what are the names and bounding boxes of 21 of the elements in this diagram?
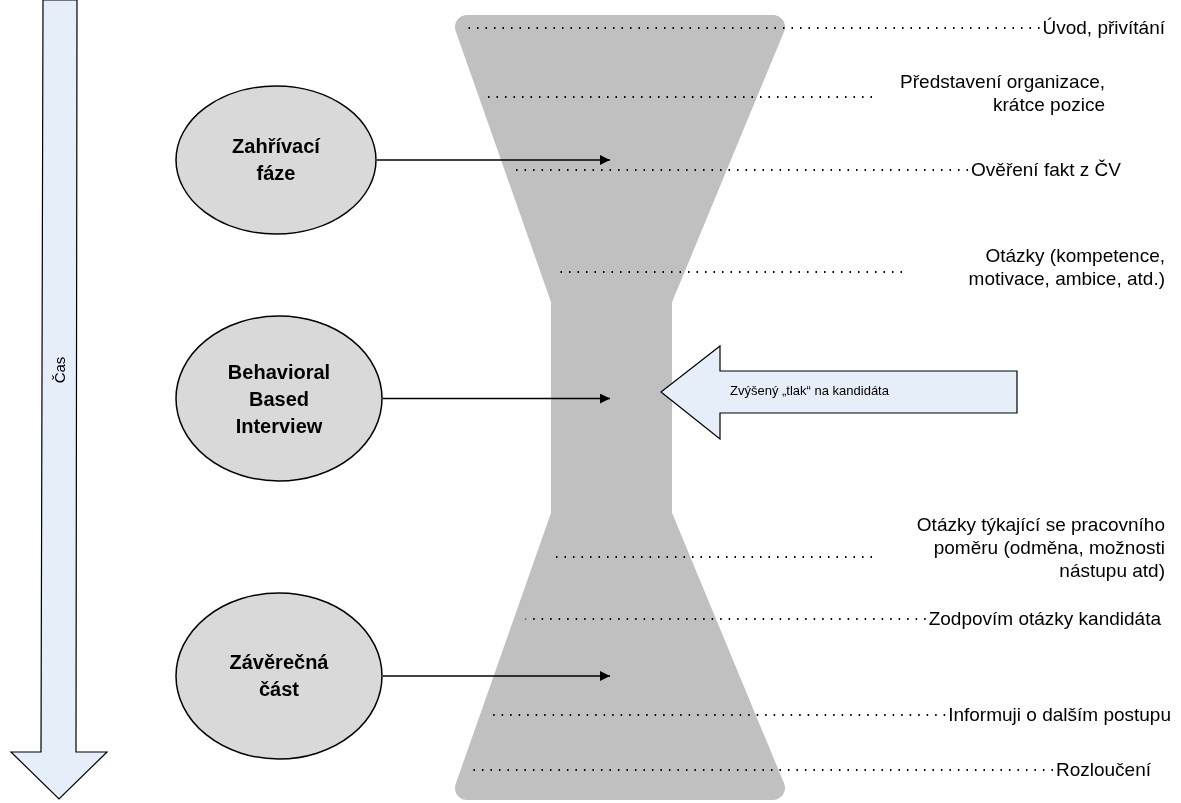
arrow bbox=[376, 155, 611, 165]
phase-ellipse bbox=[175, 592, 383, 760]
arrow bbox=[382, 393, 611, 404]
phase-ellipse bbox=[175, 315, 383, 482]
step-text: Ověření fakt z ČV bbox=[971, 158, 1121, 181]
step-text: Představení organizace, krátce pozice bbox=[875, 70, 1105, 116]
step-text: Informuji o dalším postupu bbox=[948, 703, 1171, 726]
step-text: Rozloučení bbox=[1055, 758, 1151, 781]
time-arrow bbox=[10, 0, 108, 800]
step-text: Otázky (kompetence, motivace, ambice, atd.) bbox=[905, 244, 1165, 290]
step-text: Úvod, přivítání bbox=[1042, 16, 1165, 39]
phase-label: Behavioral Based Interview bbox=[226, 359, 332, 438]
step-text: Zodpovím otázky kandidáta bbox=[928, 607, 1161, 630]
arrow bbox=[382, 671, 611, 681]
arrow-label: Zvýšený „tlak“ na kandidáta bbox=[730, 383, 889, 398]
step-text: Otázky týkající se pracovního poměru (odměna, možnosti nástupu atd) bbox=[875, 513, 1165, 582]
phase-label: Zahřívací fáze bbox=[231, 134, 322, 186]
phase-ellipse bbox=[175, 85, 377, 235]
axis-label: Čas bbox=[50, 356, 68, 384]
block-arrow bbox=[660, 345, 1018, 440]
phase-label: Závěrečná část bbox=[228, 650, 330, 702]
